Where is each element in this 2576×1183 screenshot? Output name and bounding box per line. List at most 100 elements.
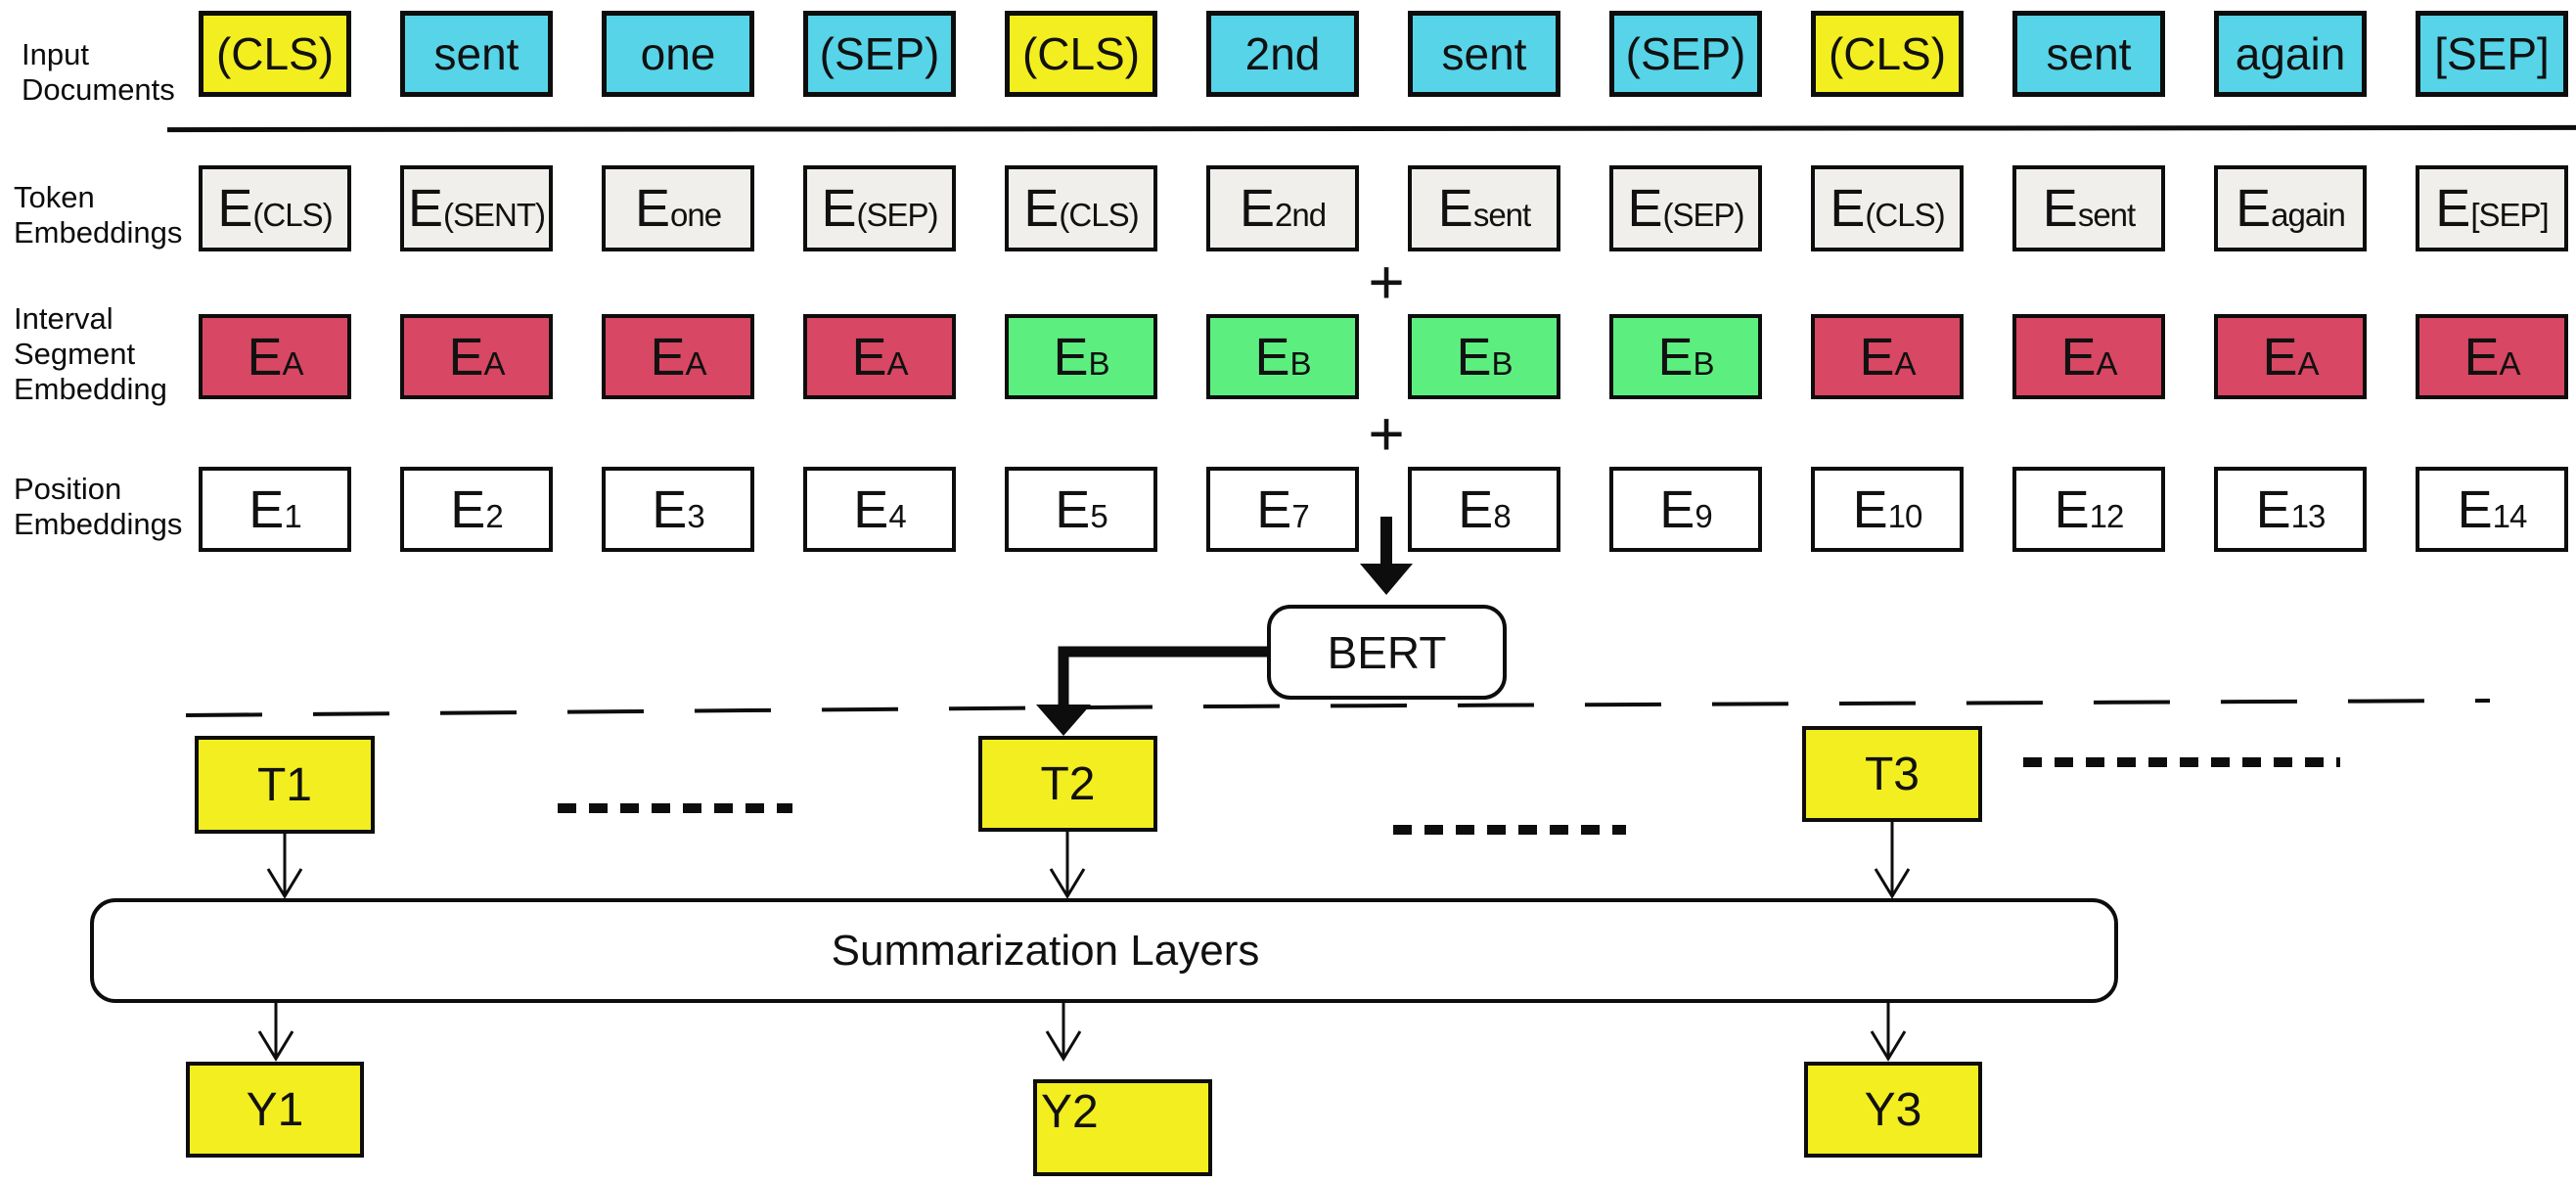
interval-segment-label-line2: Segment <box>14 337 136 371</box>
plus-sign-2: + <box>1368 398 1405 469</box>
input-documents-label-line2: Documents <box>22 72 175 107</box>
token-embedding: E(SEP) <box>803 165 956 251</box>
summarization-to-y3-arrow <box>1870 1003 1907 1062</box>
interval-segment-label-line1: Interval <box>14 301 113 336</box>
t3-box: T3 <box>1802 726 1982 822</box>
token-embedding: E(SEP) <box>1609 165 1762 251</box>
embedding-subscript: A <box>2096 344 2118 382</box>
embedding-symbol: E <box>1458 479 1494 539</box>
embedding-subscript: A <box>886 344 909 382</box>
t2-to-summarization-arrow <box>1049 832 1086 899</box>
input-token: [SEP] <box>2416 11 2568 97</box>
summarization-to-y1-arrow <box>257 1003 294 1062</box>
y1-box: Y1 <box>186 1062 364 1158</box>
embedding-symbol: E <box>652 479 688 539</box>
embedding-subscript: 2nd <box>1274 197 1327 233</box>
bert-to-t2-elbow-arrow <box>1036 646 1267 736</box>
input-token: (CLS) <box>199 11 351 97</box>
embedding-subscript: A <box>2297 344 2320 382</box>
embedding-subscript: 13 <box>2290 497 2327 534</box>
y2-box: Y2 <box>1033 1079 1212 1176</box>
embedding-symbol: E <box>1627 179 1663 238</box>
token-embedding: E(CLS) <box>1005 165 1157 251</box>
embedding-symbol: E <box>1437 179 1473 238</box>
position-embeddings-label-line1: Position <box>14 472 122 506</box>
embedding-subscript: 7 <box>1291 497 1309 534</box>
token-embedding: E[SEP] <box>2416 165 2568 251</box>
position-embeddings-label: Position Embeddings <box>14 472 182 542</box>
input-token: (SEP) <box>1609 11 1762 97</box>
embedding-subscript: (SEP) <box>1662 197 1745 233</box>
embedding-symbol: E <box>1055 479 1091 539</box>
interval-segment-label-line3: Embedding <box>14 372 167 406</box>
token-embedding: E(SENT) <box>400 165 553 251</box>
embedding-subscript: A <box>685 344 707 382</box>
embedding-symbol: E <box>1859 327 1895 387</box>
embedding-symbol: E <box>448 327 484 387</box>
embedding-subscript: B <box>1289 344 1312 382</box>
embedding-symbol: E <box>1852 479 1888 539</box>
summarization-to-y2-arrow <box>1045 1003 1082 1062</box>
embedding-subscript: 1 <box>284 497 301 534</box>
input-token: one <box>602 11 754 97</box>
embedding-subscript: 3 <box>687 497 704 534</box>
embedding-symbol: E <box>2435 179 2471 238</box>
summarization-layers-box: Summarization Layers <box>90 898 2118 1003</box>
embedding-subscript: one <box>669 197 722 233</box>
t2-box: T2 <box>978 736 1157 832</box>
embedding-symbol: E <box>650 327 686 387</box>
embedding-subscript: [SEP] <box>2470 197 2549 233</box>
input-token: sent <box>400 11 553 97</box>
embedding-symbol: E <box>2060 327 2097 387</box>
embedding-subscript: (SEP) <box>856 197 939 233</box>
token-embedding: E(CLS) <box>199 165 351 251</box>
embedding-subscript: B <box>1693 344 1715 382</box>
input-token: (CLS) <box>1811 11 1964 97</box>
embedding-symbol: E <box>1256 479 1292 539</box>
embedding-symbol: E <box>853 479 889 539</box>
embedding-symbol: E <box>450 479 486 539</box>
embedding-subscript: 5 <box>1090 497 1107 534</box>
dashed-separator-line <box>185 699 2491 717</box>
embedding-subscript: A <box>1894 344 1917 382</box>
embedding-symbol: E <box>1239 179 1275 238</box>
input-separator-line <box>166 124 2576 133</box>
position-embeddings-label-line2: Embeddings <box>14 507 183 541</box>
embedding-symbol: E <box>821 179 857 238</box>
embedding-subscript: 12 <box>2089 497 2125 534</box>
embedding-symbol: E <box>1053 327 1089 387</box>
t1-to-summarization-arrow <box>266 834 303 899</box>
embedding-subscript: sent <box>1472 197 1531 233</box>
embedding-subscript: A <box>483 344 506 382</box>
embedding-symbol: E <box>2042 179 2078 238</box>
embedding-subscript: again <box>2271 197 2346 233</box>
embedding-symbol: E <box>247 327 283 387</box>
embedding-symbol: E <box>217 179 253 238</box>
embedding-symbol: E <box>2255 479 2291 539</box>
embedding-symbol: E <box>2054 479 2090 539</box>
token-embeddings-label: Token Embeddings <box>14 180 182 250</box>
embedding-symbol: E <box>634 179 670 238</box>
embedding-subscript: 10 <box>1887 497 1923 534</box>
embedding-symbol: E <box>1023 179 1060 238</box>
embedding-subscript: sent <box>2077 197 2136 233</box>
input-documents-label-line1: Input <box>22 37 89 71</box>
